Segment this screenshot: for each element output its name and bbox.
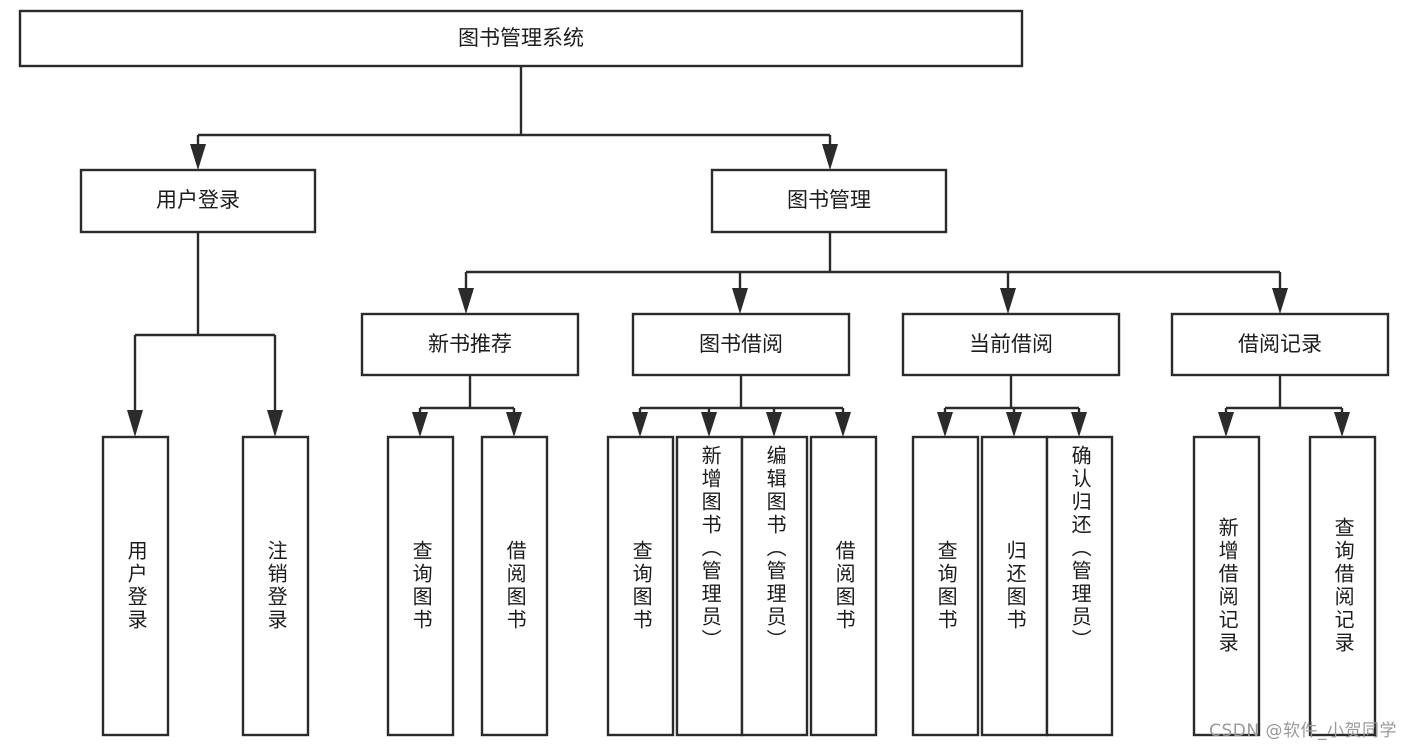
arrowhead-borrow-borrow-book: [835, 412, 851, 437]
arrowhead-recommend-query-book: [412, 412, 428, 437]
arrowhead-user-login-do: [127, 410, 143, 437]
node-labels-horizontal: 图书管理系统 用户登录 图书管理 新书推荐 图书借阅 当前借阅 借阅记录: [156, 26, 1322, 356]
arrowhead-current-query-book: [937, 412, 953, 437]
arrowhead-book-manage: [822, 144, 838, 170]
node-label-current-borrow: 当前借阅: [969, 332, 1053, 356]
node-box-current-borrow[interactable]: [901, 312, 1121, 377]
arrowhead-new-book-recommend: [458, 288, 474, 314]
node-label-borrow-record: 借阅记录: [1238, 332, 1322, 356]
csdn-watermark: CSDN @软件_小贺同学: [1209, 721, 1397, 741]
arrowhead-borrow-edit-book: [766, 412, 782, 437]
arrowhead-user-login: [190, 144, 206, 170]
node-box-recommend-borrow-book[interactable]: [480, 435, 549, 737]
node-boxes: [18, 9, 1390, 737]
node-box-book-manage[interactable]: [710, 168, 948, 234]
node-box-current-query-book[interactable]: [911, 435, 980, 737]
arrowhead-current-confirm-return: [1071, 412, 1087, 437]
arrowhead-borrow-record: [1272, 288, 1288, 314]
arrowhead-user-logout: [267, 410, 283, 437]
connector-group-book-manage: [458, 232, 1288, 314]
node-box-current-return-book[interactable]: [980, 435, 1049, 737]
connector-group-root: [190, 66, 838, 170]
node-box-recommend-query-book[interactable]: [386, 435, 455, 737]
arrowhead-record-add: [1218, 412, 1234, 437]
node-label-new-book-recommend: 新书推荐: [428, 332, 512, 356]
node-box-root[interactable]: [18, 9, 1024, 68]
node-box-user-login-do[interactable]: [101, 435, 170, 737]
node-label-root: 图书管理系统: [458, 26, 584, 50]
arrowhead-current-return-book: [1006, 412, 1022, 437]
node-box-user-login[interactable]: [79, 168, 317, 234]
arrowhead-borrow-add-book: [701, 412, 717, 437]
node-label-book-borrow: 图书借阅: [699, 332, 783, 356]
node-box-record-add[interactable]: [1192, 435, 1261, 737]
node-box-borrow-borrow-book[interactable]: [809, 435, 878, 737]
connector-group-current-borrow: [937, 375, 1087, 437]
arrowhead-book-borrow: [732, 288, 748, 314]
node-box-book-borrow[interactable]: [631, 312, 851, 377]
arrowhead-record-query: [1334, 412, 1350, 437]
node-label-user-login: 用户登录: [156, 188, 240, 212]
connector-group-borrow-record: [1218, 375, 1350, 437]
node-box-borrow-edit-book[interactable]: [740, 435, 809, 737]
connector-group-book-borrow: [632, 375, 851, 437]
node-box-borrow-record[interactable]: [1170, 312, 1390, 377]
node-box-borrow-query-book[interactable]: [606, 435, 675, 737]
arrowhead-recommend-borrow-book: [506, 412, 522, 437]
node-label-book-manage: 图书管理: [787, 188, 871, 212]
connector-group-user-login: [127, 232, 283, 437]
connector-group-new-book-recommend: [412, 375, 522, 437]
arrowhead-borrow-query-book: [632, 412, 648, 437]
node-box-user-logout[interactable]: [241, 435, 310, 737]
node-box-borrow-add-book[interactable]: [675, 435, 744, 737]
node-box-record-query[interactable]: [1308, 435, 1377, 737]
node-box-current-confirm-return[interactable]: [1045, 435, 1114, 737]
node-box-new-book-recommend[interactable]: [360, 312, 580, 377]
arrowhead-current-borrow: [1000, 288, 1016, 314]
